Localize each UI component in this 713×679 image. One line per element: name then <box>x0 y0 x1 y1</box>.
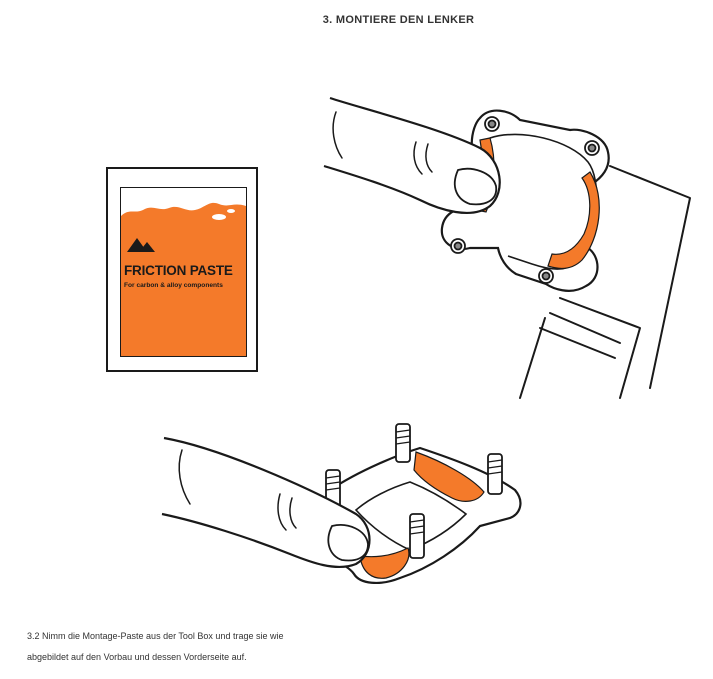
page-title: 3. MONTIERE DEN LENKER <box>322 14 475 26</box>
packet-subtitle: For carbon & alloy components <box>124 282 223 289</box>
paste-fill-graphic <box>121 202 246 356</box>
packet-title: FRICTION PASTE <box>124 263 233 278</box>
friction-paste-packet: FRICTION PASTE For carbon & alloy compon… <box>106 167 258 372</box>
packet-label: FRICTION PASTE For carbon & alloy compon… <box>120 187 247 357</box>
instruction-caption: 3.2 Nimm die Montage-Paste aus der Tool … <box>27 626 627 668</box>
caption-line-2: abgebildet auf den Vorbau und dessen Vor… <box>27 652 247 662</box>
caption-line-1: 3.2 Nimm die Montage-Paste aus der Tool … <box>27 631 284 641</box>
mountain-logo-icon <box>127 238 155 252</box>
stem-body-illustration <box>161 423 522 584</box>
stem-faceplate-illustration <box>323 96 691 399</box>
